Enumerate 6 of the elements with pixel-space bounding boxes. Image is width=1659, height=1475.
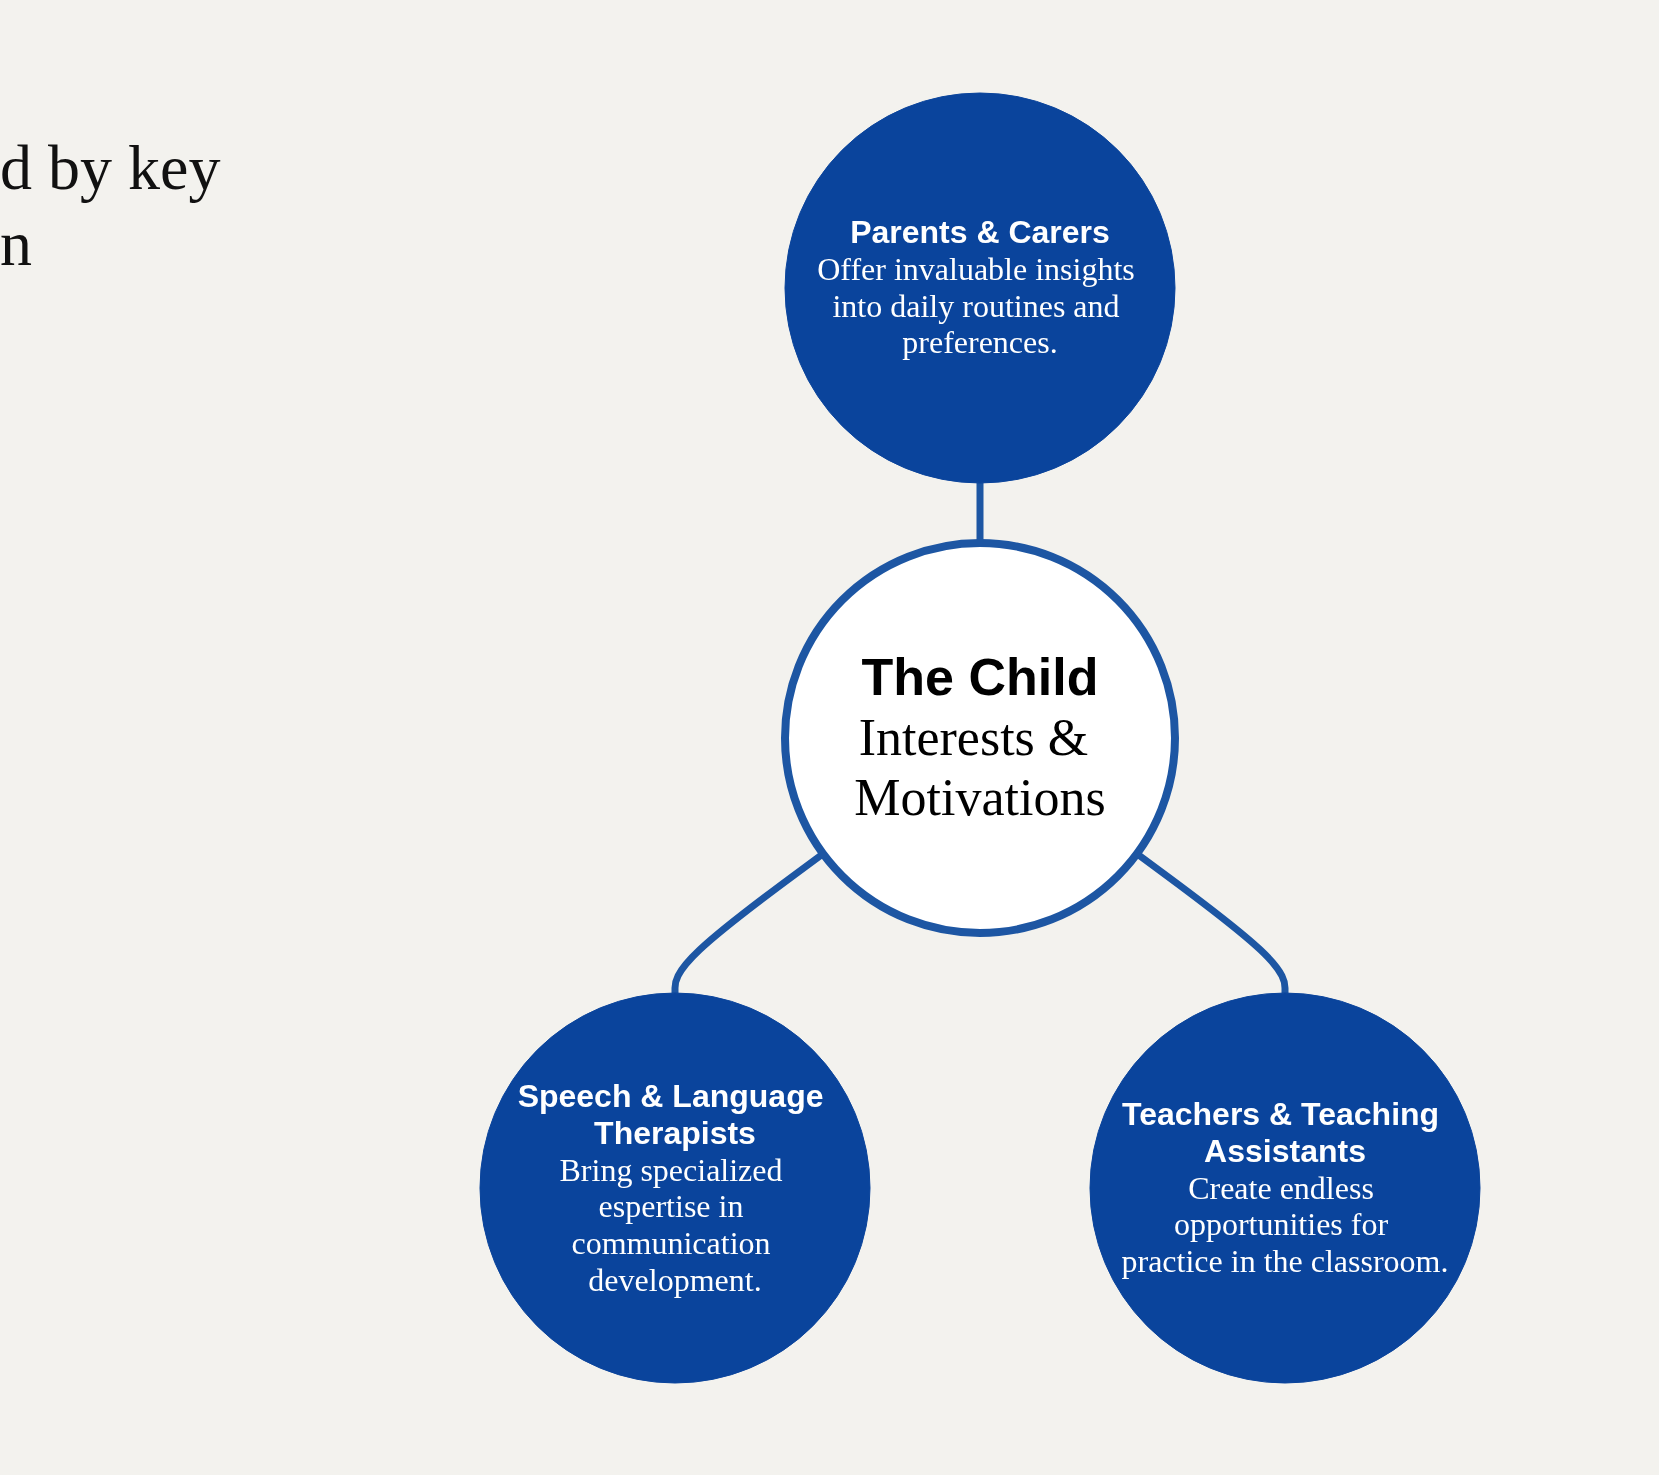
node-circle: Teachers & Teaching Assistants Create endless opportunities for practice in the classroom. — [1089, 992, 1480, 1383]
node-circle: The Child Interests & Motivations — [780, 538, 1179, 937]
node-circle: Parents & Carers Offer invaluable insights into daily routines and preferences. — [784, 92, 1175, 483]
heading-fragment: d by key — [0, 131, 221, 205]
node-circle: Speech & Language Therapists Bring specialized espertise in communication development. — [479, 992, 870, 1383]
heading-fragment: n — [0, 207, 33, 281]
